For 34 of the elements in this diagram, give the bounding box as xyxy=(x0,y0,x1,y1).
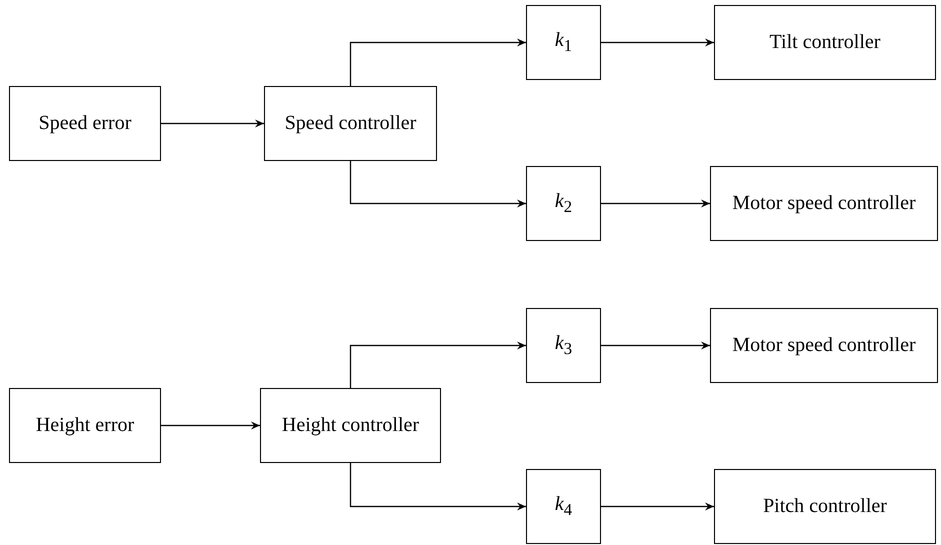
arrow xyxy=(350,463,526,510)
box-label: Height controller xyxy=(282,414,420,437)
box-label: k$_{4}$ xyxy=(554,493,572,520)
process-box xyxy=(9,86,161,161)
process-box xyxy=(526,166,601,241)
box-label: Motor speed controller xyxy=(732,334,916,357)
process-box xyxy=(526,308,601,383)
box-label: Motor speed controller xyxy=(732,192,916,215)
box-label: Tilt controller xyxy=(770,31,880,54)
box-label: k$_{1}$ xyxy=(554,29,572,56)
arrow xyxy=(601,38,714,46)
process-box xyxy=(264,86,437,161)
arrow xyxy=(350,342,526,388)
process-box xyxy=(260,388,441,463)
arrow xyxy=(161,422,260,430)
process-box xyxy=(714,469,936,544)
arrow xyxy=(601,502,714,510)
process-box xyxy=(710,166,938,241)
process-box xyxy=(710,308,938,383)
arrow xyxy=(350,161,526,208)
process-box xyxy=(526,469,601,544)
arrow xyxy=(601,200,710,208)
process-box xyxy=(526,5,601,80)
arrow xyxy=(161,120,264,128)
box-label: Speed error xyxy=(38,112,132,135)
box-label: Speed controller xyxy=(284,112,416,135)
box-label: k$_{3}$ xyxy=(554,332,572,359)
box-label: Height error xyxy=(36,414,134,437)
box-label: Pitch controller xyxy=(763,495,887,518)
box-label: k$_{2}$ xyxy=(554,190,572,217)
process-box xyxy=(714,5,936,80)
arrow xyxy=(350,38,526,86)
arrow xyxy=(601,342,710,350)
process-box xyxy=(9,388,161,463)
